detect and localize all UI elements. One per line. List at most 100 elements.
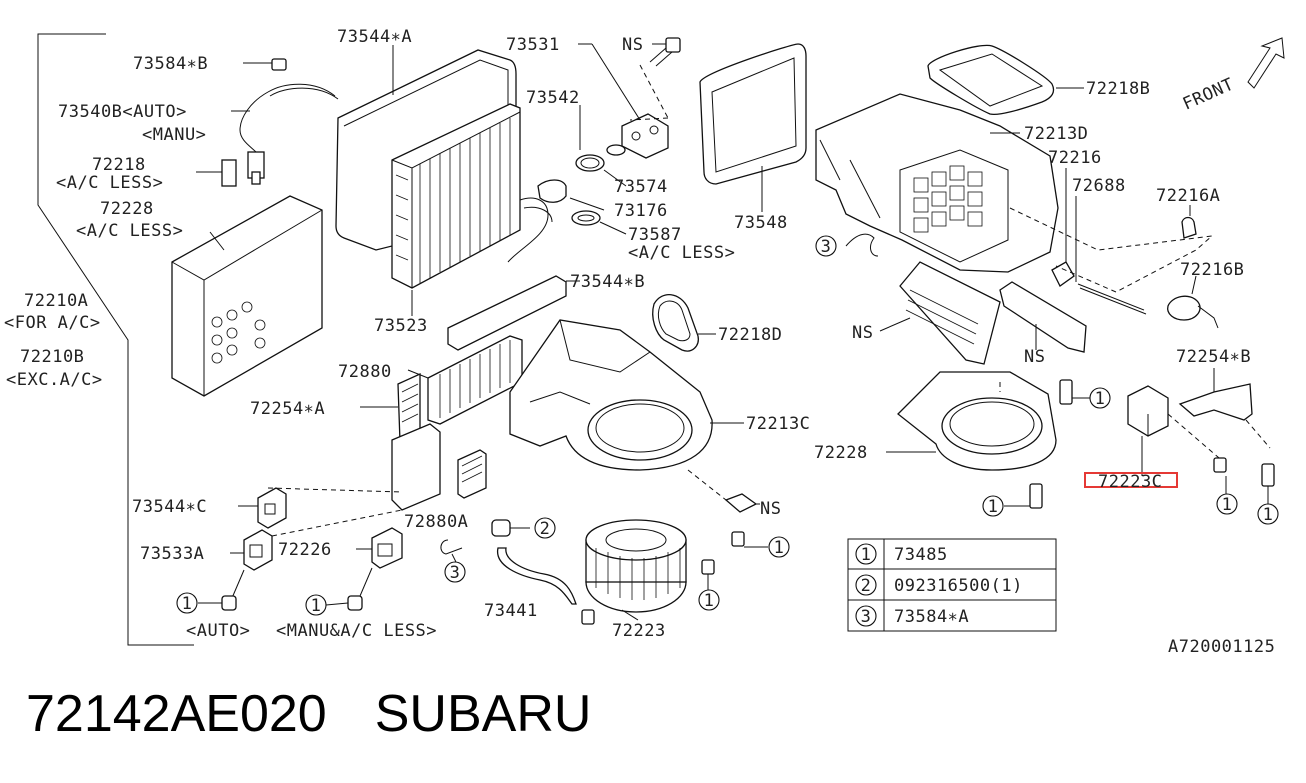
power-transistor-72226 <box>356 527 403 597</box>
label-ac-less-3: <A/C LESS> <box>628 243 735 263</box>
screws-right <box>1004 379 1275 509</box>
label-72213c: 72213C <box>746 414 810 434</box>
flap-ns <box>999 281 1087 353</box>
assembly-dashes-right <box>1009 207 1214 293</box>
seal-73544b <box>447 275 580 351</box>
label-72228-mid: 72228 <box>814 443 868 463</box>
expansion-valve-group <box>537 105 627 235</box>
lever-72216b <box>1167 275 1219 329</box>
callout-1: 1 <box>704 591 715 611</box>
label-72223c: 72223C <box>1098 472 1162 492</box>
label-72223: 72223 <box>612 621 666 641</box>
callout-1: 1 <box>1263 505 1274 525</box>
bracket-72254b <box>1178 368 1253 421</box>
block-72880a-item <box>457 449 487 499</box>
gasket-72218d <box>652 294 716 352</box>
case-72228-ac-less <box>171 195 323 397</box>
gasket-72218b <box>927 44 1084 116</box>
label-ns-mid: NS <box>760 499 781 519</box>
label-73544b: 73544∗B <box>570 272 645 292</box>
label-73587: 73587 <box>628 225 682 245</box>
label-72216: 72216 <box>1048 148 1102 168</box>
drain-pipe-73441 <box>491 519 577 605</box>
actuator-72216 <box>1051 168 1075 287</box>
label-72210a: 72210A <box>24 291 88 311</box>
label-ns-flap: NS <box>1024 347 1045 367</box>
label-for-ac: <FOR A/C> <box>4 313 101 333</box>
highlight-box <box>1084 472 1178 488</box>
screw-ns-top <box>649 37 681 67</box>
label-73176: 73176 <box>614 201 668 221</box>
rod-72688 <box>1075 196 1147 315</box>
label-73523: 73523 <box>374 316 428 336</box>
label-ac-less-1: <A/C LESS> <box>56 173 163 193</box>
blower-fan-72223 <box>581 519 687 625</box>
label-73533a: 73533A <box>140 544 204 564</box>
label-73548: 73548 <box>734 213 788 233</box>
label-ns-filter: NS <box>852 323 873 343</box>
callout-2: 2 <box>540 519 551 539</box>
label-73441: 73441 <box>484 601 538 621</box>
block-73531 <box>578 43 669 159</box>
blower-case-72228 <box>886 371 1057 471</box>
connector-72218 <box>196 159 237 187</box>
label-72226: 72226 <box>278 540 332 560</box>
clip-3-right <box>845 233 879 257</box>
callout-circles: 1 1 2 3 1 1 3 1 1 1 1 <box>176 235 1279 616</box>
bracket-ns-mid <box>687 469 768 590</box>
callout-1: 1 <box>311 596 322 616</box>
legend-part-1: 73485 <box>894 545 948 565</box>
clip-72216a <box>1181 205 1197 239</box>
label-73584b: 73584∗B <box>133 54 208 74</box>
label-72216a: 72216A <box>1156 186 1220 206</box>
label-front: FRONT <box>1180 74 1237 114</box>
gasket-73548 <box>699 43 807 212</box>
label-ns-top: NS <box>622 35 643 55</box>
front-arrow-icon <box>1247 37 1285 89</box>
part-number: 72142AE020 <box>26 685 327 743</box>
heater-core-72880 <box>407 335 523 425</box>
callout-1: 1 <box>988 497 999 517</box>
label-73531: 73531 <box>506 35 560 55</box>
resistor-73533a <box>230 509 403 599</box>
label-72228-top: 72228 <box>100 199 154 219</box>
intake-unit-72213d <box>815 93 1059 273</box>
label-exc-ac: <EXC.A/C> <box>6 370 103 390</box>
door-72254a <box>360 372 441 511</box>
connector-73584b <box>243 58 287 71</box>
legend-num-1: 1 <box>861 545 872 565</box>
legend-num-2: 2 <box>861 576 872 596</box>
legend-table: 1 2 3 73485 092316500(1) 73584∗A <box>847 538 1057 632</box>
evaporator-core-73523 <box>391 103 553 316</box>
label-73544a: 73544∗A <box>337 27 412 47</box>
label-diagram-code: A720001125 <box>1168 637 1275 657</box>
label-auto: <AUTO> <box>186 621 250 641</box>
filter-ns <box>879 261 1001 365</box>
callout-1: 1 <box>182 594 193 614</box>
callout-1: 1 <box>1222 495 1233 515</box>
exploded-parts-diagram: 1 2 3 73485 092316500(1) 73584∗A 1 1 2 3… <box>4 27 1285 657</box>
heater-case-72213c <box>509 319 744 471</box>
label-manu: <MANU> <box>142 125 206 145</box>
label-72880: 72880 <box>338 362 392 382</box>
label-72218: 72218 <box>92 155 146 175</box>
label-72218b: 72218B <box>1086 79 1150 99</box>
label-72218d: 72218D <box>718 325 782 345</box>
label-ac-less-2: <A/C LESS> <box>76 221 183 241</box>
label-73544c: 73544∗C <box>132 497 207 517</box>
sensor-73540b <box>231 83 339 185</box>
label-73540b: 73540B<AUTO> <box>58 102 187 122</box>
resistor-73544c <box>238 487 403 529</box>
label-73542: 73542 <box>526 88 580 108</box>
label-72216b: 72216B <box>1180 260 1244 280</box>
left-grouping-bracket <box>37 33 194 646</box>
label-72213d: 72213D <box>1024 124 1088 144</box>
callout-3: 3 <box>450 563 461 583</box>
label-72254a: 72254∗A <box>250 399 325 419</box>
callout-1: 1 <box>1095 389 1106 409</box>
callout-1: 1 <box>774 538 785 558</box>
legend-num-3: 3 <box>861 607 872 627</box>
actuator-72223c <box>1127 385 1271 476</box>
label-72880a: 72880A <box>404 512 468 532</box>
